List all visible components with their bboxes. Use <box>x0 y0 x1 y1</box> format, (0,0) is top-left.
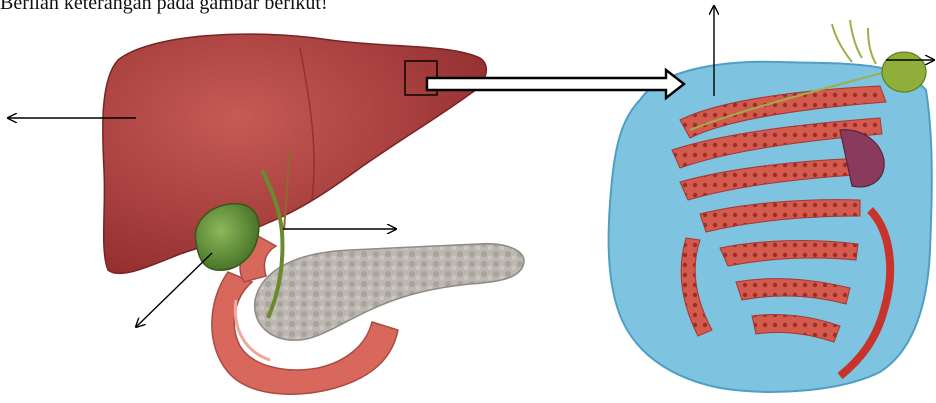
pancreas <box>255 244 524 340</box>
lobule-illustration <box>609 20 932 392</box>
liver <box>103 34 487 273</box>
bile-duct-tip <box>882 52 926 92</box>
